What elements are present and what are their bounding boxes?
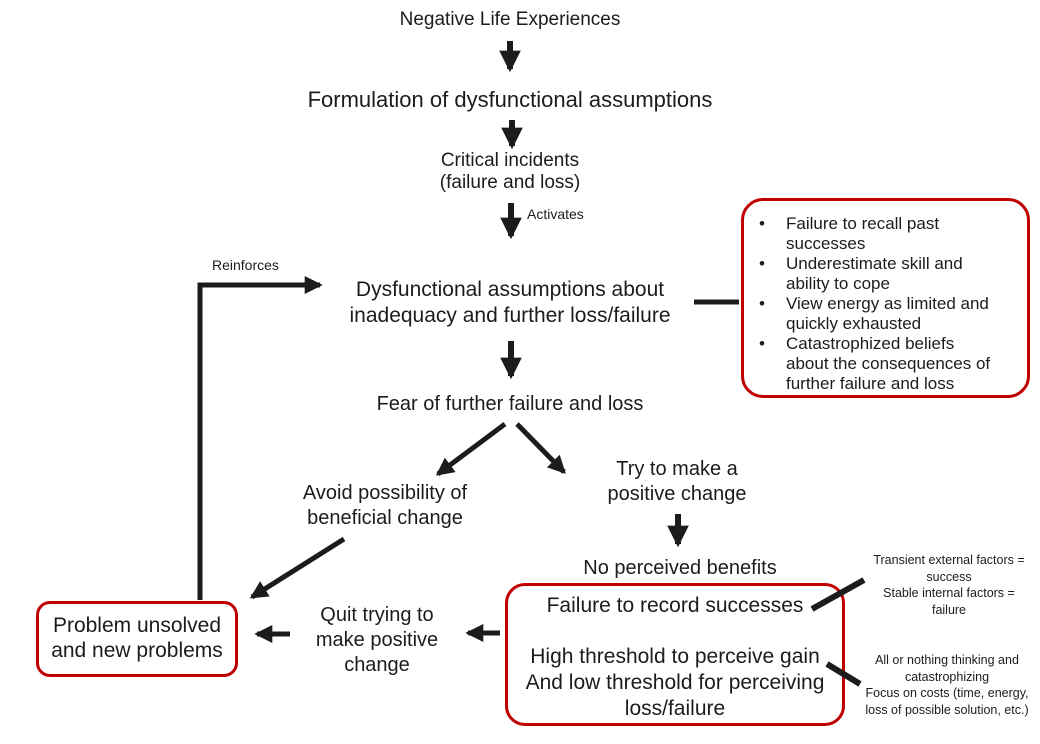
note-attribution-line4: failure: [931, 602, 967, 617]
node-critical-incidents: Critical incidents (failure and loss): [380, 150, 640, 194]
belief-bullet-list: • Failure to recall past successes • Und…: [744, 201, 1027, 394]
belief-catastrophized-line2: about the consequences of: [786, 354, 991, 373]
belief-item-underestimate-text: Underestimate skill and ability to cope: [786, 254, 963, 294]
bullet-glyph: •: [759, 294, 765, 313]
arrow-reinforces-elbow: [197, 276, 323, 600]
avoid-line1: Avoid possibility of: [302, 482, 468, 504]
node-negative-life-label: Negative Life Experiences: [399, 9, 621, 30]
note-attribution-line2: success: [926, 569, 972, 584]
note-attribution-line3: Stable internal factors =: [883, 586, 1015, 600]
note-thinking: All or nothing thinking and catastrophiz…: [852, 652, 1040, 718]
belief-underestimate-line2: ability to cope: [786, 274, 890, 293]
belief-recall-line2: successes: [786, 234, 866, 253]
note-thinking-line2: catastrophizing: [904, 669, 990, 684]
label-reinforces: Reinforces: [212, 257, 279, 273]
problem-box: Problem unsolved and new problems: [36, 601, 238, 677]
dysfunctional-line2: inadequacy and further loss/failure: [349, 304, 671, 327]
record-body-line3: loss/failure: [624, 697, 726, 720]
problem-box-text: Problem unsolved and new problems: [39, 604, 235, 663]
belief-item-underestimate: • Underestimate skill and ability to cop…: [759, 254, 1021, 294]
belief-box: • Failure to recall past successes • Und…: [741, 198, 1030, 398]
belief-item-recall: • Failure to recall past successes: [759, 214, 1021, 254]
belief-item-catastrophized-text: Catastrophized beliefs about the consequ…: [786, 334, 990, 394]
bullet-glyph: •: [759, 334, 765, 353]
quit-line2: make positive: [315, 629, 439, 651]
belief-energy-line2: quickly exhausted: [786, 314, 922, 333]
note-attribution: Transient external factors = success Sta…: [858, 552, 1040, 618]
dysfunctional-line1: Dysfunctional assumptions about: [355, 278, 665, 301]
record-box-body: High threshold to perceive gain And low …: [508, 644, 842, 722]
arrow-fear-to-try: [515, 422, 566, 474]
belief-underestimate-line1: Underestimate skill and: [786, 254, 963, 273]
problem-line2: and new problems: [51, 639, 223, 662]
node-no-perceived-benefits: No perceived benefits: [570, 556, 790, 581]
bullet-glyph: •: [759, 254, 765, 273]
try-line1: Try to make a: [616, 458, 738, 480]
note-thinking-line4: loss of possible solution, etc.): [865, 702, 1029, 717]
record-body-line1: High threshold to perceive gain: [530, 645, 820, 668]
node-formulation-label: Formulation of dysfunctional assumptions: [307, 87, 713, 112]
belief-item-energy-text: View energy as limited and quickly exhau…: [786, 294, 989, 334]
record-box: Failure to record successes High thresho…: [505, 583, 845, 726]
note-thinking-line3: Focus on costs (time, energy,: [865, 686, 1029, 700]
critical-incidents-line2: (failure and loss): [439, 172, 581, 193]
belief-recall-line1: Failure to recall past: [786, 214, 940, 233]
record-body-line2: And low threshold for perceiving: [525, 671, 825, 694]
record-box-heading: Failure to record successes: [546, 594, 804, 617]
quit-line3: change: [344, 654, 410, 676]
node-dysfunctional-assumptions: Dysfunctional assumptions about inadequa…: [310, 277, 710, 329]
quit-line1: Quit trying to: [320, 604, 434, 626]
node-try-change: Try to make a positive change: [597, 457, 757, 507]
arrow-fear-to-avoid: [435, 421, 507, 477]
connector-recordbox-to-thinking-note: [825, 661, 862, 687]
node-fear-label: Fear of further failure and loss: [376, 393, 644, 415]
note-thinking-line1: All or nothing thinking and: [875, 653, 1019, 667]
bullet-glyph: •: [759, 214, 765, 233]
no-benefits-label: No perceived benefits: [583, 557, 777, 579]
label-activates: Activates: [527, 206, 584, 222]
belief-energy-line1: View energy as limited and: [786, 294, 989, 313]
node-avoid-change: Avoid possibility of beneficial change: [280, 481, 490, 531]
belief-item-recall-text: Failure to recall past successes: [786, 214, 939, 254]
belief-catastrophized-line3: further failure and loss: [786, 374, 955, 393]
belief-item-energy: • View energy as limited and quickly exh…: [759, 294, 1021, 334]
belief-item-catastrophized: • Catastrophized beliefs about the conse…: [759, 334, 1021, 394]
problem-line1: Problem unsolved: [52, 614, 222, 637]
note-attribution-line1: Transient external factors =: [873, 553, 1025, 567]
belief-catastrophized-line1: Catastrophized beliefs: [786, 334, 955, 353]
critical-incidents-line1: Critical incidents: [440, 150, 580, 171]
node-quit-trying: Quit trying to make positive change: [312, 603, 442, 678]
connector-recordbox-to-attribution-note: [810, 577, 866, 612]
node-negative-life-experiences: Negative Life Experiences: [330, 9, 690, 31]
try-line2: positive change: [607, 483, 747, 505]
arrow-avoid-to-problem: [249, 536, 346, 600]
avoid-line2: beneficial change: [307, 507, 463, 529]
node-formulation: Formulation of dysfunctional assumptions: [250, 87, 770, 113]
node-fear: Fear of further failure and loss: [360, 392, 660, 417]
